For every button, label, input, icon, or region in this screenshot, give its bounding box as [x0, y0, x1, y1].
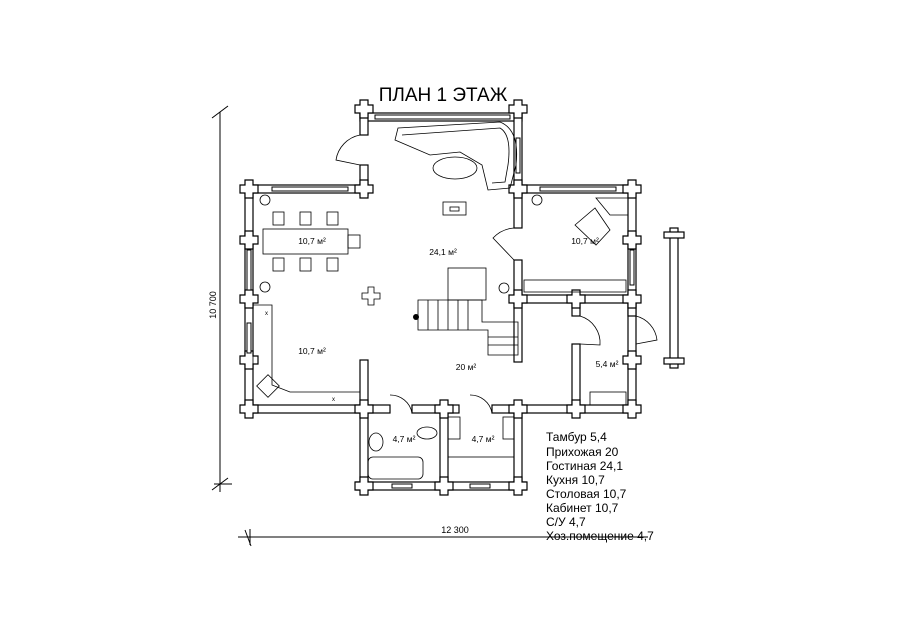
log-end-cross — [239, 350, 259, 370]
log-end-cross — [239, 230, 259, 250]
plan-title: ПЛАН 1 ЭТАЖ — [379, 85, 508, 106]
room-labels: 10,7 м² 24,1 м² 10,7 м² 10,7 м² 20 м² 5,… — [298, 236, 618, 444]
room-kitchen-area: 10,7 м² — [298, 346, 326, 356]
log-end-cross — [508, 476, 528, 496]
log-end-cross — [508, 99, 528, 119]
log-end-cross — [566, 399, 586, 419]
area-legend: Тамбур 5,4 Прихожая 20 Гостиная 24,1 Кух… — [546, 430, 654, 543]
svg-text:x: x — [265, 311, 268, 317]
legend-item: С/У 4,7 — [546, 515, 586, 529]
width-dimension: 12 300 — [238, 525, 648, 547]
log-end-cross — [239, 399, 259, 419]
log-end-cross — [566, 289, 586, 309]
log-end-cross — [508, 289, 528, 309]
windows — [246, 114, 635, 489]
room-hall-area: 20 м² — [456, 362, 477, 372]
furniture: x x — [252, 121, 629, 483]
room-utility-area: 4,7 м² — [472, 434, 495, 444]
log-end-cross — [434, 476, 454, 496]
svg-text:x: x — [332, 397, 335, 403]
log-end-cross — [622, 230, 642, 250]
log-end-cross — [622, 289, 642, 309]
height-dimension: 10 700 — [208, 105, 232, 492]
log-end-cross — [508, 399, 528, 419]
legend-item: Столовая 10,7 — [546, 487, 627, 501]
log-end-cross — [622, 350, 642, 370]
room-vestibule-area: 5,4 м² — [596, 359, 619, 369]
room-living-area: 24,1 м² — [429, 247, 457, 257]
legend-item: Кабинет 10,7 — [546, 501, 619, 515]
width-dimension-label: 12 300 — [441, 525, 469, 535]
legend-item: Тамбур 5,4 — [546, 430, 607, 444]
log-end-cross — [508, 179, 528, 199]
porch-railing — [663, 227, 685, 369]
legend-item: Прихожая 20 — [546, 445, 619, 459]
legend-item: Гостиная 24,1 — [546, 459, 623, 473]
legend-item: Хоз.помещение 4,7 — [546, 529, 654, 543]
log-end-cross — [239, 179, 259, 199]
room-study-area: 10,7 м² — [571, 236, 599, 246]
log-end-cross — [622, 179, 642, 199]
log-end-cross — [354, 399, 374, 419]
doors — [335, 134, 658, 414]
log-end-cross — [434, 399, 454, 419]
legend-item: Кухня 10,7 — [546, 473, 605, 487]
room-bathroom-area: 4,7 м² — [393, 434, 416, 444]
log-end-cross — [354, 99, 374, 119]
log-end-cross — [354, 179, 374, 199]
log-end-cross — [354, 476, 374, 496]
room-dining-area: 10,7 м² — [298, 236, 326, 246]
height-dimension-label: 10 700 — [208, 291, 218, 319]
